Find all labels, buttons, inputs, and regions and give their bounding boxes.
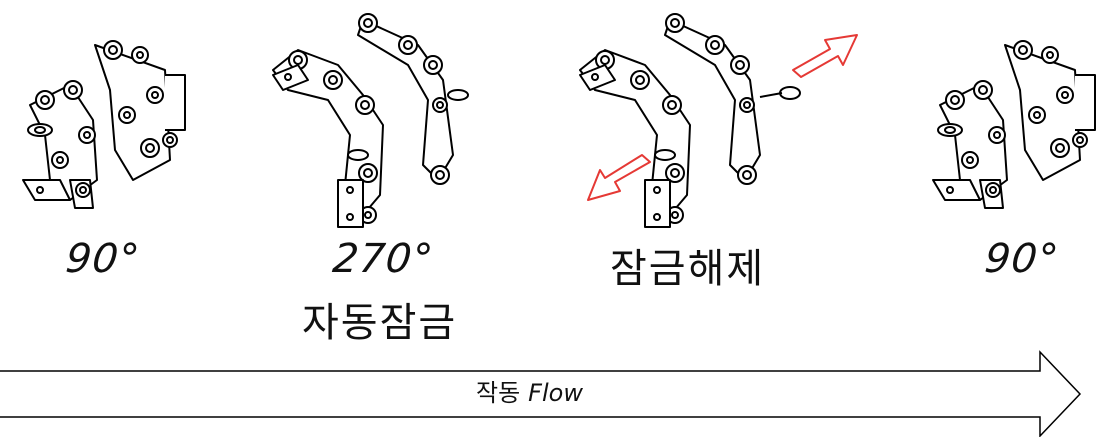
stage-3-caption: 잠금해제 (610, 246, 766, 292)
flow-arrow-icon (0, 350, 1082, 437)
release-arrow-down-left-icon (587, 154, 651, 201)
stage-2-caption: 자동잠금 (302, 300, 458, 346)
hinge-90-folded-icon (22, 40, 186, 209)
hinge-90-folded-return-icon (932, 40, 1096, 209)
stage-1-angle-label: 90° (63, 236, 143, 282)
flow-label-korean: 작동 (476, 379, 521, 407)
flow-label-english: Flow (528, 379, 583, 407)
hinge-unlock-icon (579, 13, 801, 228)
hinge-270-open-icon (272, 13, 469, 228)
stage-4-angle-label: 90° (982, 236, 1062, 282)
release-arrow-up-right-icon (792, 34, 858, 78)
stage-2-angle-label: 270° (330, 236, 436, 282)
